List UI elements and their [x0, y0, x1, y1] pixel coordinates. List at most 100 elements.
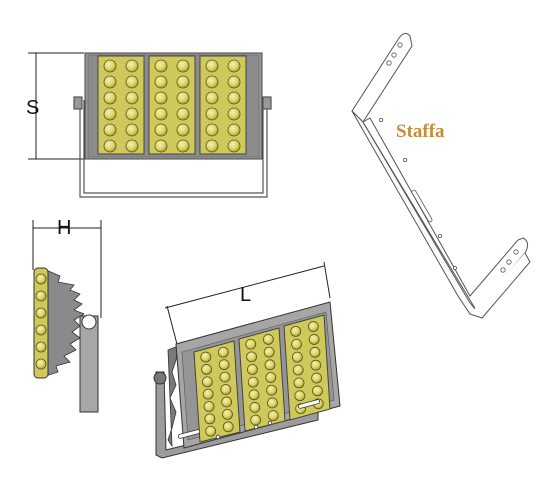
led-dot	[201, 364, 212, 375]
staffa-holes	[378, 42, 519, 273]
led-dot	[248, 389, 260, 401]
staffa-label: Staffa	[396, 121, 445, 142]
led-dot	[221, 396, 233, 408]
led-dot	[103, 139, 117, 153]
led-dot	[307, 321, 319, 332]
staffa-bracket-view: Staffa	[351, 32, 531, 319]
led-dot	[35, 358, 47, 370]
front-led-modules	[97, 55, 247, 155]
led-dot	[290, 325, 302, 337]
led-dot	[35, 290, 47, 302]
led-dot	[263, 346, 275, 358]
led-dot	[310, 359, 322, 371]
led-dot	[217, 346, 229, 358]
led-dot	[176, 107, 190, 121]
led-dot	[205, 123, 219, 137]
led-dot	[202, 388, 214, 400]
led-dot	[267, 410, 279, 422]
led-dot	[125, 123, 139, 137]
dimension-h	[32, 220, 102, 318]
led-dot	[201, 376, 213, 388]
led-dot	[205, 139, 219, 153]
led-dot	[227, 75, 241, 89]
led-dot	[291, 338, 302, 350]
dimension-l-label: L	[240, 284, 251, 306]
led-dot	[312, 385, 323, 397]
led-dot	[291, 351, 303, 363]
led-dot	[154, 139, 168, 153]
led-module-1	[97, 55, 145, 155]
led-dot	[125, 75, 139, 89]
led-dot	[245, 338, 257, 350]
perspective-led-dots	[200, 321, 324, 437]
perspective-view: L	[153, 261, 341, 459]
led-dot	[246, 351, 257, 363]
led-dot	[267, 397, 278, 409]
led-dot	[262, 334, 274, 345]
led-dot	[218, 359, 230, 371]
led-dot	[219, 371, 231, 383]
led-dot	[103, 75, 117, 89]
led-dot	[176, 91, 190, 105]
side-yoke-arm	[79, 314, 99, 413]
side-heatsink	[45, 269, 85, 377]
led-dot	[294, 390, 306, 402]
led-dot	[35, 341, 47, 353]
led-dot	[154, 107, 168, 121]
led-dot	[154, 91, 168, 105]
side-led-dots	[35, 273, 47, 370]
front-view: S	[26, 52, 272, 198]
led-dot	[103, 107, 117, 121]
staffa-bracket	[351, 32, 531, 319]
led-dot	[227, 91, 241, 105]
led-dot	[220, 384, 232, 395]
dimension-s	[28, 52, 84, 160]
led-dot	[205, 107, 219, 121]
led-dot	[205, 425, 217, 437]
dimension-h-label: H	[57, 217, 71, 239]
led-dot	[203, 401, 215, 412]
led-dot	[227, 139, 241, 153]
led-dot	[266, 384, 278, 396]
led-dot	[200, 351, 212, 363]
led-dot	[265, 372, 277, 383]
led-dot	[227, 59, 241, 73]
led-dot	[103, 91, 117, 105]
led-dot	[154, 59, 168, 73]
led-dot	[103, 123, 117, 137]
led-module-2	[148, 55, 196, 155]
led-dot	[222, 408, 233, 420]
led-dot	[125, 139, 139, 153]
led-dot	[176, 75, 190, 89]
led-dot	[35, 324, 47, 336]
led-dot	[205, 75, 219, 89]
led-dot	[227, 123, 241, 137]
led-dot	[292, 364, 304, 376]
led-dot	[293, 377, 305, 389]
led-dot	[311, 372, 323, 384]
led-dot	[250, 414, 262, 426]
led-dot	[249, 402, 261, 413]
led-module-3	[199, 55, 247, 155]
perspective-mount-slots	[177, 399, 321, 440]
led-dot	[125, 59, 139, 73]
led-dot	[308, 334, 320, 345]
led-dot	[125, 91, 139, 105]
led-dot	[35, 307, 47, 319]
led-dot	[309, 346, 321, 358]
led-dot	[35, 273, 47, 285]
front-led-dots	[103, 59, 241, 153]
led-dot	[176, 139, 190, 153]
perspective-heatsink	[167, 345, 179, 448]
led-dot	[264, 359, 276, 371]
dimension-l	[164, 261, 331, 349]
led-dot	[125, 107, 139, 121]
led-dot	[247, 376, 259, 388]
led-dot	[154, 75, 168, 89]
led-dot	[246, 364, 258, 375]
led-dot	[205, 59, 219, 73]
led-dot	[204, 413, 216, 425]
led-dot	[227, 107, 241, 121]
led-dot	[222, 421, 234, 433]
